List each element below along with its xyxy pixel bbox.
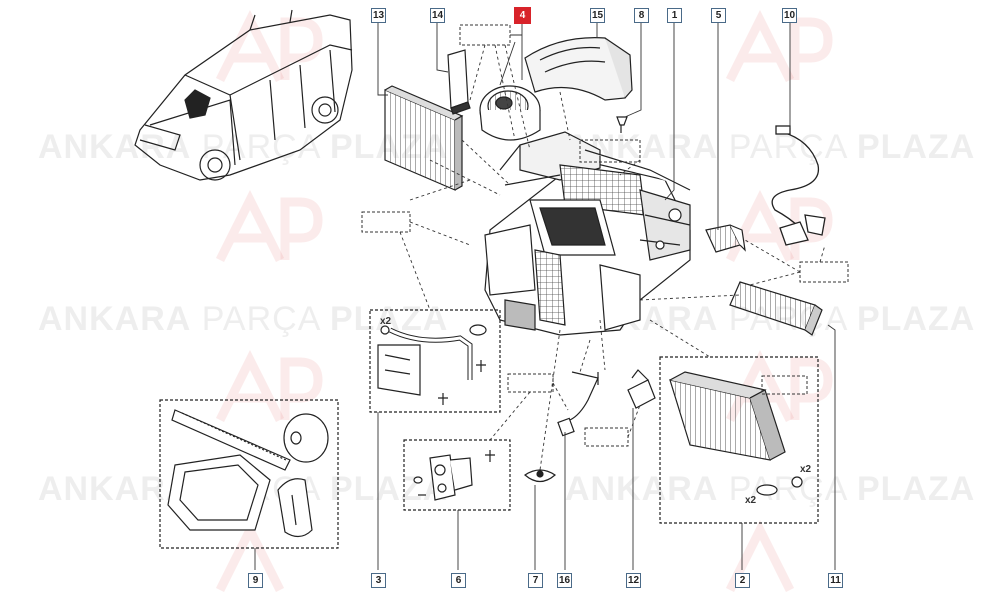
callout-2[interactable]: 2 bbox=[735, 573, 750, 588]
quantity-note: x2 bbox=[745, 495, 757, 506]
hvac-housing bbox=[484, 131, 691, 336]
temperature-sensor bbox=[557, 371, 599, 437]
vehicle-thumbnail bbox=[134, 9, 353, 181]
callout-14[interactable]: 14 bbox=[430, 8, 445, 23]
air-intake-duct bbox=[524, 37, 633, 101]
callout-13[interactable]: 13 bbox=[371, 8, 386, 23]
callout-16[interactable]: 16 bbox=[557, 573, 572, 588]
callout-11[interactable]: 11 bbox=[828, 573, 843, 588]
blower-resistor bbox=[705, 224, 746, 253]
quantity-note: x2 bbox=[380, 316, 392, 327]
callout-15[interactable]: 15 bbox=[590, 8, 605, 23]
callout-6[interactable]: 6 bbox=[451, 573, 466, 588]
clip bbox=[616, 116, 628, 133]
callout-8[interactable]: 8 bbox=[634, 8, 649, 23]
evaporator-kit bbox=[659, 356, 819, 524]
callout-12[interactable]: 12 bbox=[626, 573, 641, 588]
heater-matrix bbox=[729, 281, 823, 336]
filter-foam-strip bbox=[447, 49, 471, 115]
callout-9[interactable]: 9 bbox=[248, 573, 263, 588]
callout-4-selected[interactable]: 4 bbox=[514, 7, 531, 24]
callout-10[interactable]: 10 bbox=[782, 8, 797, 23]
blower-motor bbox=[479, 85, 541, 141]
callout-5[interactable]: 5 bbox=[711, 8, 726, 23]
quantity-note: x2 bbox=[800, 464, 812, 475]
watermark: ANKARA PARÇA PLAZA bbox=[565, 470, 976, 508]
callout-7[interactable]: 7 bbox=[528, 573, 543, 588]
expansion-valve-kit bbox=[403, 439, 511, 511]
seal-kit bbox=[159, 399, 339, 549]
leader-lines bbox=[254, 23, 836, 570]
watermark: ANKARA PARÇA PLAZA bbox=[38, 300, 449, 338]
drain-seal bbox=[524, 469, 556, 483]
flap-actuator bbox=[627, 369, 656, 409]
callout-1[interactable]: 1 bbox=[667, 8, 682, 23]
callout-3[interactable]: 3 bbox=[371, 573, 386, 588]
wiring-harness bbox=[771, 125, 826, 246]
cabin-filter bbox=[384, 85, 464, 191]
pipe-kit bbox=[369, 309, 501, 413]
dashed-leaders bbox=[399, 44, 826, 471]
